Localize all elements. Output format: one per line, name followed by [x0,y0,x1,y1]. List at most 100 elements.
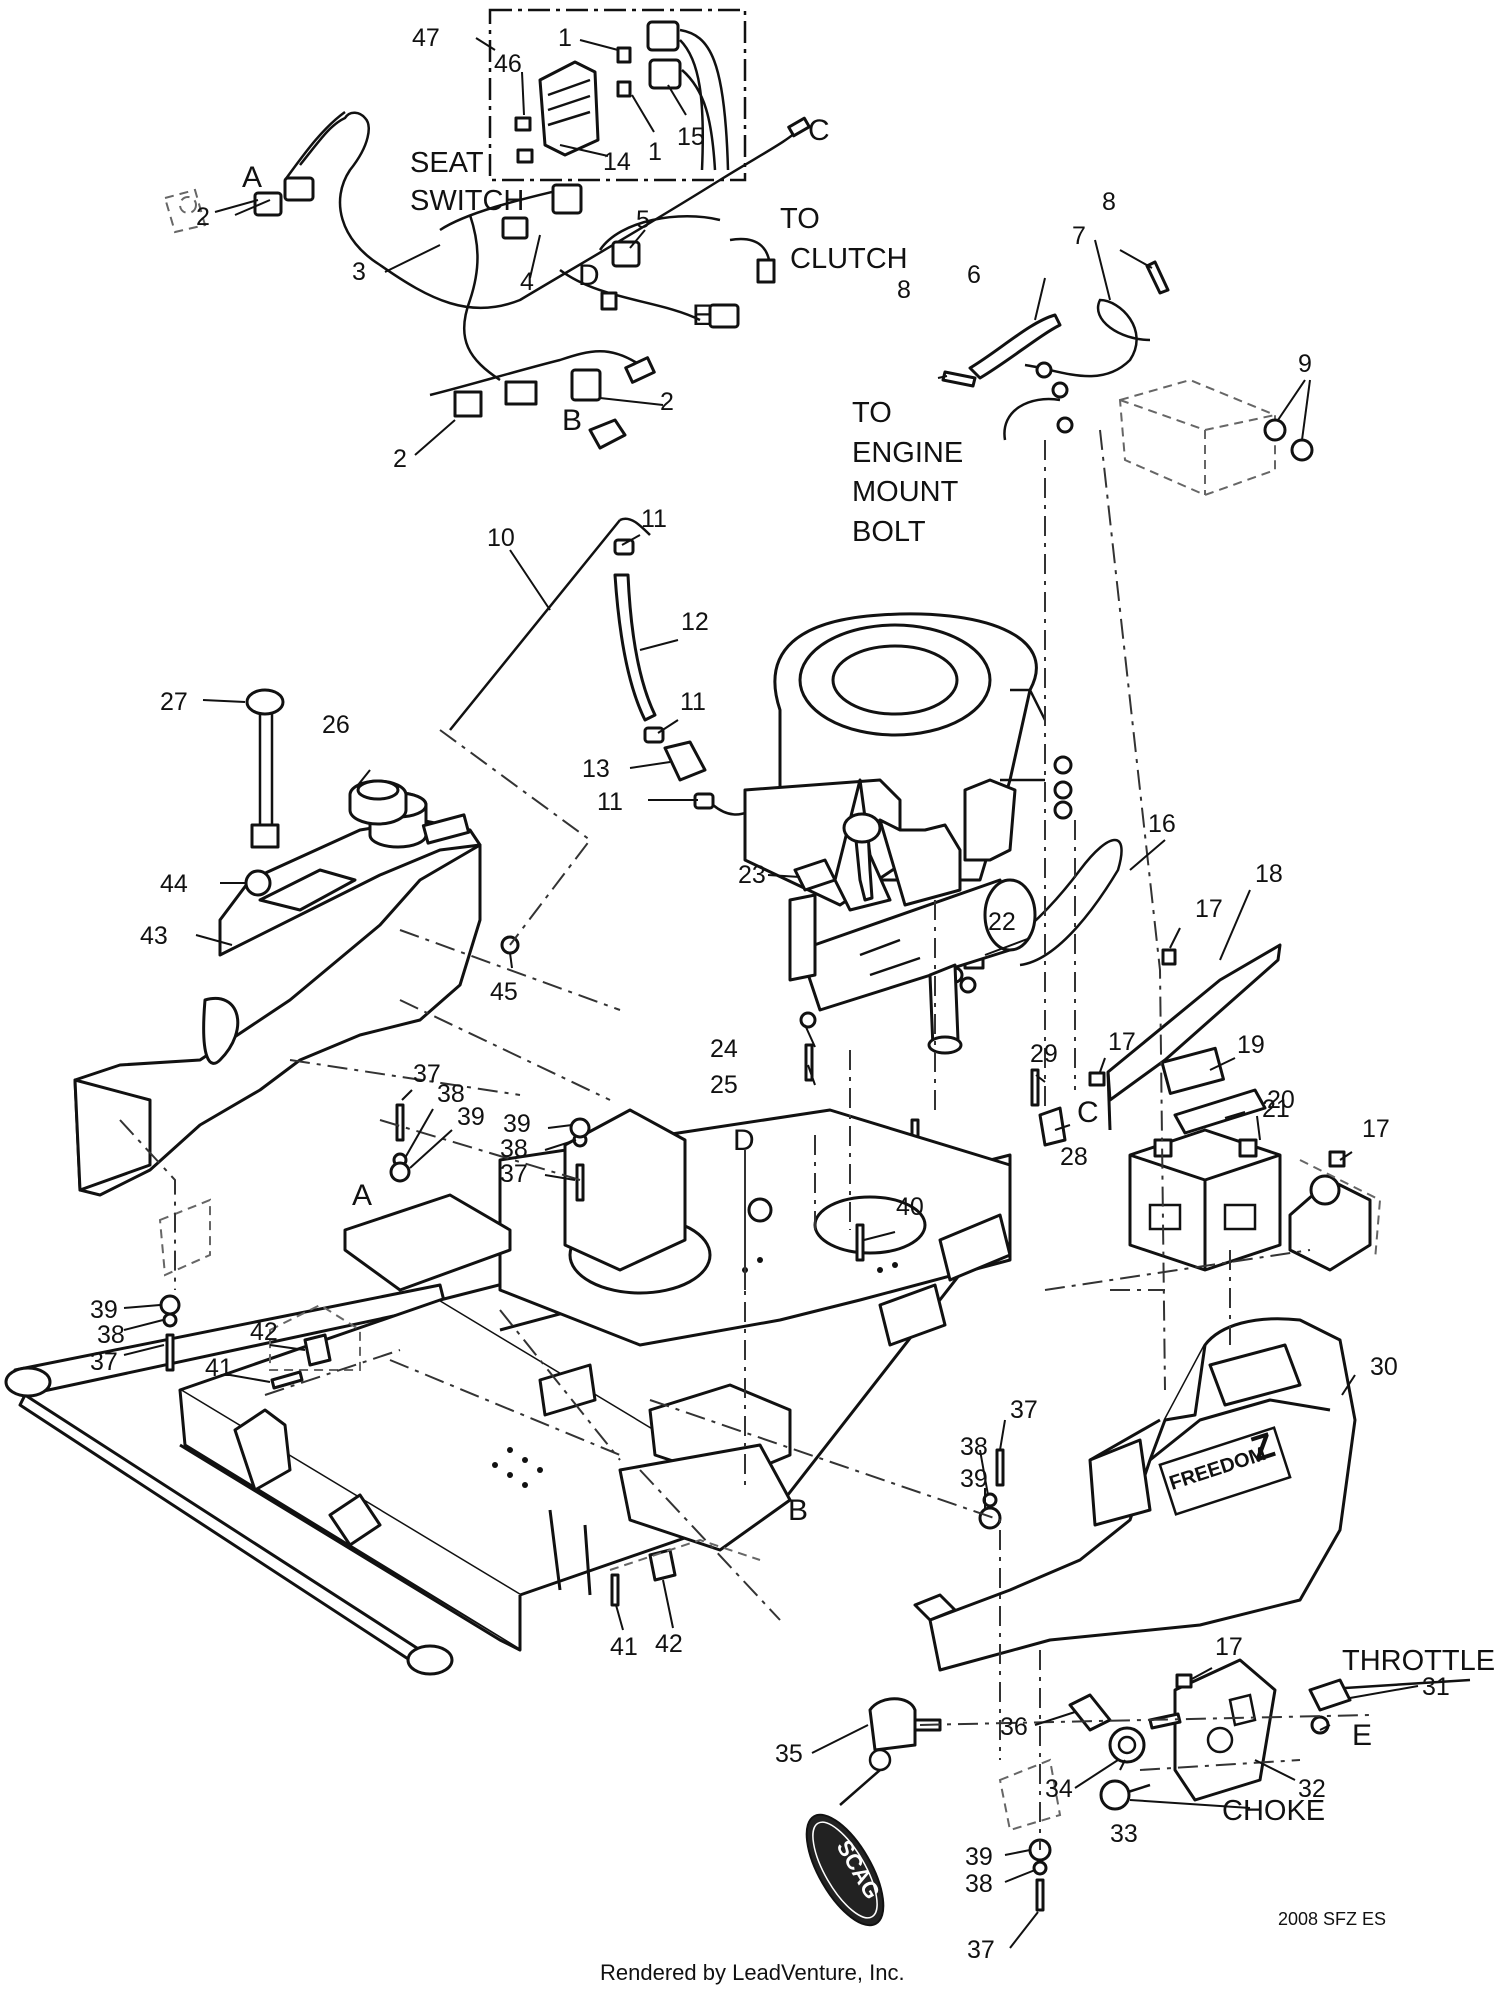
letter-c-bracket: C [1077,1096,1099,1129]
bolt-41a [270,1370,304,1390]
panel-bracket-ghost [998,1758,1062,1832]
chassis-frame [4,1108,1012,1676]
relay-kit-box [488,8,747,182]
clamp-11b [643,726,665,744]
cable-7 [1024,298,1151,378]
letter-b-frame: B [788,1494,808,1527]
callout-22: 22 [988,908,1016,936]
callout-19: 19 [1237,1031,1265,1059]
main-harness [299,111,801,310]
callout-12: 12 [681,608,709,636]
choke-label: CHOKE [1222,1795,1325,1827]
callout-44: 44 [160,870,188,898]
callout-17-d: 17 [1215,1633,1243,1661]
callout-42-b: 42 [655,1630,683,1658]
callout-6: 6 [967,261,981,289]
letter-d-frame: D [733,1124,755,1157]
callout-14: 14 [603,148,631,176]
callout-34: 34 [1045,1775,1073,1803]
bracket-28 [1038,1106,1067,1147]
callout-8-b: 8 [897,276,911,304]
fuel-gauge-27 [245,688,285,849]
seat-switch [551,183,583,215]
ignition-switch-34 [1108,1726,1146,1764]
callout-39-c: 39 [90,1296,118,1324]
tank-bracket-ghost [158,1198,211,1277]
letter-d-top: D [578,259,600,292]
callout-8-a: 8 [1102,188,1116,216]
callout-45: 45 [490,978,518,1006]
bolt-37a [395,1103,405,1142]
callout-18: 18 [1255,860,1283,888]
muffler-22 [788,878,1037,1055]
callout-7: 7 [1072,222,1086,250]
callout-2-c: 2 [393,445,407,473]
callout-10: 10 [487,524,515,552]
bolt-8b [1145,260,1170,295]
fuel-cap-26 [348,779,408,826]
grommet-44 [244,869,272,897]
choke-knob-33 [1099,1779,1151,1811]
callout-38-b: 38 [500,1135,528,1163]
callout-11-b: 11 [680,688,706,716]
fuel-hose-12 [613,573,657,722]
callout-35: 35 [775,1740,803,1768]
callout-41-b: 41 [610,1633,638,1661]
callout-36: 36 [1000,1713,1028,1741]
callout-11-c: 11 [597,788,623,816]
callout-38-e: 38 [965,1870,993,1898]
screw-14 [516,148,534,164]
to-engine-2: ENGINE [852,437,963,469]
letter-b-top: B [562,404,582,437]
callout-23: 23 [738,861,766,889]
callout-17-b: 17 [1108,1028,1136,1056]
screw-17-panel [1175,1673,1193,1689]
callout-37-a: 37 [413,1060,441,1088]
seat-label-1: SEAT [410,147,484,179]
console-30 [913,1317,1357,1672]
nut-9b [1290,438,1314,462]
key-fob [805,1813,885,1927]
callout-43: 43 [140,922,168,950]
assembly-centerlines [119,429,1371,1850]
frame-holes [492,1257,898,1488]
throttle-label: THROTTLE [1342,1645,1495,1677]
clip-42b [648,1548,677,1582]
bolt-29 [1030,1068,1040,1107]
callout-27: 27 [160,688,188,716]
callout-28: 28 [1060,1143,1088,1171]
callout-20: 20 [1267,1086,1295,1114]
to-engine-3: MOUNT [852,476,959,508]
screw-46 [514,116,532,132]
bolt-41b [610,1573,620,1607]
callout-1-b: 1 [648,138,662,166]
clamp-11a [613,538,635,556]
relays [616,20,730,171]
callout-9: 9 [1298,350,1312,378]
callout-39-b: 39 [503,1110,531,1138]
connector-e [708,303,740,329]
cable-6 [968,313,1062,380]
relay-19 [1160,1046,1225,1095]
connector-c-terminal [787,116,811,138]
clutch-connector [756,258,776,284]
switch-5 [611,240,641,268]
clip-42a [303,1333,332,1367]
pad-20 [1173,1088,1267,1135]
callout-38-d: 38 [960,1433,988,1461]
callout-13: 13 [582,755,610,783]
callout-41-a: 41 [205,1354,233,1382]
callout-21: 21 [1262,1095,1290,1123]
callout-5: 5 [636,206,650,234]
gasket-23 [793,858,837,892]
callout-40: 40 [896,1193,924,1221]
bolt-17-panel [1148,1712,1182,1730]
battery-21 [1128,1128,1282,1272]
callout-39-e: 39 [965,1843,993,1871]
light-36 [1068,1693,1112,1732]
seat-switch-ghost [163,188,207,234]
callout-38-a: 38 [437,1080,465,1108]
callout-4: 4 [520,268,534,296]
callout-31: 31 [1422,1673,1450,1701]
to-engine-1: TO [852,397,892,429]
